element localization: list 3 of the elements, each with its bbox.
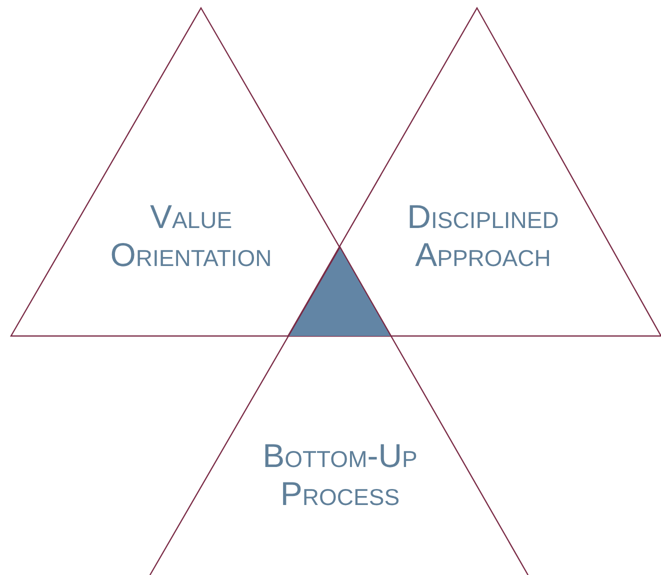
triangle-label: Value Orientation xyxy=(109,198,273,274)
triangle-label: Bottom-Up Process xyxy=(262,437,418,513)
triangle-label: Disciplined Approach xyxy=(406,198,560,274)
